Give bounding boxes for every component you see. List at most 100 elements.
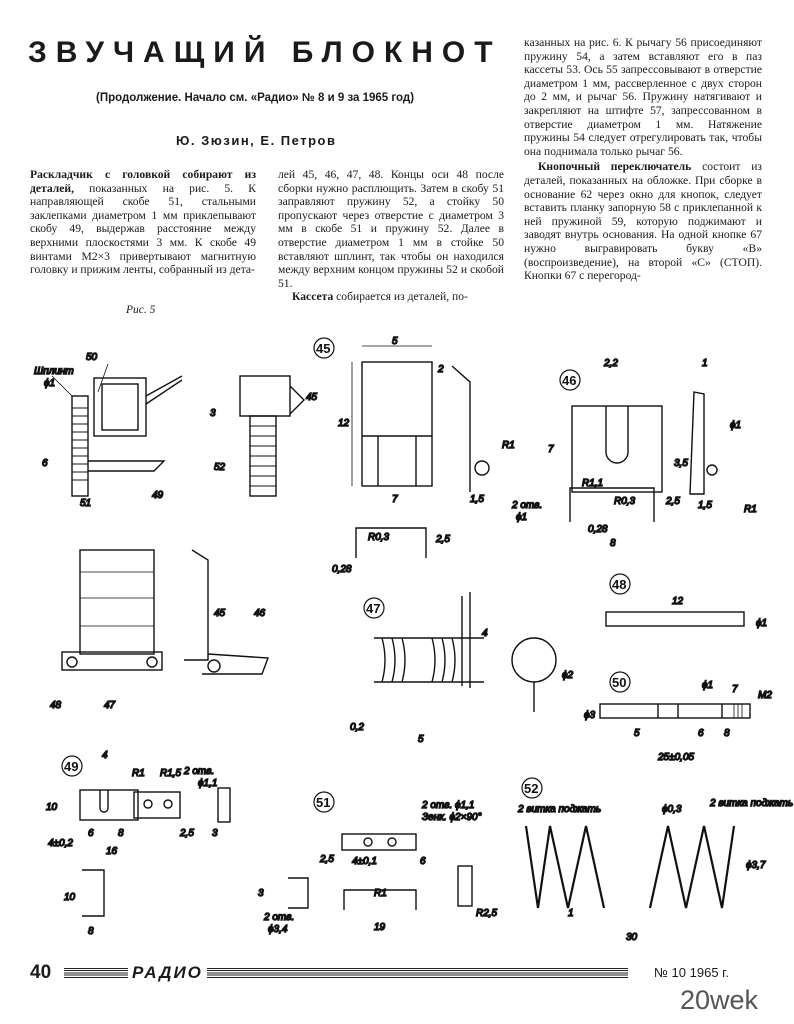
dim-49-16: 16 [106, 846, 118, 857]
dim-46-r11: R1,1 [582, 478, 603, 489]
part-marker-51 [313, 791, 335, 813]
dim-49-phi: ϕ1,1 [198, 778, 217, 789]
dim-52-phi37: ϕ3,7 [746, 860, 766, 871]
paragraph: лей 45, 46, 47, 48. Концы оси 48 после с… [278, 168, 504, 290]
part-number-50: 50 [612, 675, 626, 690]
dim-51-19: 19 [374, 922, 386, 933]
article-authors: Ю. Зюзин, Е. Петров [176, 133, 337, 148]
part-marker-50 [609, 671, 631, 693]
body-text: собирается из деталей, по- [333, 290, 468, 304]
dim-51-r1: R1 [374, 888, 387, 899]
paragraph: казанных на рис. 6. К рычагу 56 присоеди… [524, 36, 762, 158]
paragraph: Кассета собирается из деталей, по- [278, 290, 504, 304]
dim-45-holes: 2 отв. [511, 500, 542, 511]
column-1: Раскладчик с головкой собирают из детале… [30, 168, 256, 277]
part-marker-49 [61, 755, 83, 777]
dim-48-phi: ϕ1 [756, 618, 767, 629]
technical-drawing-fig5: Шплинт ϕ1 50 49 51 6 45 52 3 45 5 12 R1 … [33, 335, 794, 943]
dim-50-7: 7 [732, 684, 738, 695]
dim-45-028: 0,28 [332, 564, 352, 575]
dim-45-25: 2,5 [435, 534, 450, 545]
dim-49-10b: 10 [64, 892, 76, 903]
dim-46-r1: R1 [744, 504, 757, 515]
dim-45-w: 5 [392, 336, 398, 347]
dim-52-1: 1 [568, 908, 574, 919]
side-assembly-drawing [239, 375, 305, 497]
dim-46-8: 8 [610, 538, 616, 549]
watermark: 20wek [680, 985, 759, 1015]
part-50-drawing [599, 703, 751, 719]
part-marker-45 [313, 337, 335, 359]
label-46: 46 [254, 608, 266, 619]
body-text: показанных на рис. 5. К направляющей ско… [30, 181, 256, 277]
column-2: лей 45, 46, 47, 48. Концы оси 48 после с… [278, 168, 504, 304]
dim-45-15: 1,5 [470, 494, 484, 505]
magazine-logo: РАДИО [128, 963, 207, 983]
label-45b: 45 [214, 608, 226, 619]
part-number-45: 45 [316, 341, 330, 356]
lead-in: Раскладчик с головкой собирают из детале… [30, 168, 256, 195]
dim-49-10: 10 [46, 802, 58, 813]
dim-46-r03: R0,3 [614, 496, 636, 507]
dim-51-r25: R2,5 [476, 908, 498, 919]
clamp-assembly-drawing [61, 549, 269, 675]
figure-caption: Рис. 5 [126, 304, 156, 316]
issue-label: № 10 1965 г. [654, 965, 729, 980]
dim-50-m2: M2 [758, 690, 772, 701]
dim-49-r1: R1 [132, 768, 145, 779]
dim-49-r15: R1,5 [160, 768, 182, 779]
dim-51-zenk: Зенк. ϕ2×90° [422, 812, 482, 823]
part-48-drawing [605, 611, 745, 627]
dim-52-left: 2 витка поджать [517, 804, 601, 815]
dim-52-right: 2 витка поджать [709, 798, 793, 809]
label-45: 45 [306, 392, 318, 403]
dim-50-phi1: ϕ1 [702, 680, 713, 691]
page-number: 40 [30, 962, 52, 983]
part-number-48: 48 [612, 577, 626, 592]
dim-51-phi34: ϕ3,4 [268, 924, 288, 935]
dim-51-6: 6 [420, 856, 426, 867]
label-6: 6 [42, 458, 48, 469]
label-49: 49 [152, 490, 164, 501]
part-number-49: 49 [64, 759, 78, 774]
dim-51-2otv: 2 отв. ϕ1,1 [421, 800, 474, 811]
dim-45-phi: ϕ1 [516, 512, 527, 523]
dim-51-3: 3 [258, 888, 264, 899]
part-46-bracket-drawing [569, 487, 655, 522]
article-title: ЗВУЧАЩИЙ БЛОКНОТ [28, 36, 502, 69]
part-marker-46 [559, 369, 581, 391]
part-45-bracket-drawing [355, 527, 427, 558]
label-50: 50 [86, 352, 98, 363]
dim-47-5: 5 [418, 734, 424, 745]
part-49-drawing [79, 787, 231, 917]
part-marker-48 [609, 573, 631, 595]
part-52-drawing [524, 825, 736, 909]
label-48: 48 [50, 700, 62, 711]
dim-45-r: R1 [502, 440, 515, 451]
head-assembly-drawing [51, 363, 183, 497]
dim-49-8: 8 [118, 828, 124, 839]
part-number-46: 46 [562, 373, 576, 388]
part-marker-52 [521, 777, 543, 799]
dim-48-12: 12 [672, 596, 684, 607]
dim-45-h: 12 [338, 418, 350, 429]
part-47-drawing [374, 592, 557, 712]
lead-in: Кнопочный переключатель [538, 160, 692, 174]
label-47: 47 [104, 700, 116, 711]
dim-50-total: 25±0,05 [657, 752, 695, 763]
dim-50-6: 6 [698, 728, 704, 739]
dim-46-7: 7 [548, 444, 554, 455]
dim-46-22: 2,2 [603, 358, 618, 369]
dim-47-phi2: ϕ2 [562, 670, 574, 681]
dim-49-3: 3 [212, 828, 218, 839]
dim-50-5: 5 [634, 728, 640, 739]
dim-52-phi03: ϕ0,3 [662, 804, 682, 815]
dim-49-25: 2,5 [179, 828, 194, 839]
paragraph: Раскладчик с головкой собирают из детале… [30, 168, 256, 277]
label-52: 52 [214, 462, 226, 473]
article-subtitle: (Продолжение. Начало см. «Радио» № 8 и 9… [96, 92, 415, 104]
dim-49-2otv: 2 отв. [183, 766, 214, 777]
body-text: состоит из деталей, показанных на обложк… [524, 160, 762, 283]
part-number-51: 51 [316, 795, 330, 810]
dim-49-4: 4 [102, 750, 108, 761]
